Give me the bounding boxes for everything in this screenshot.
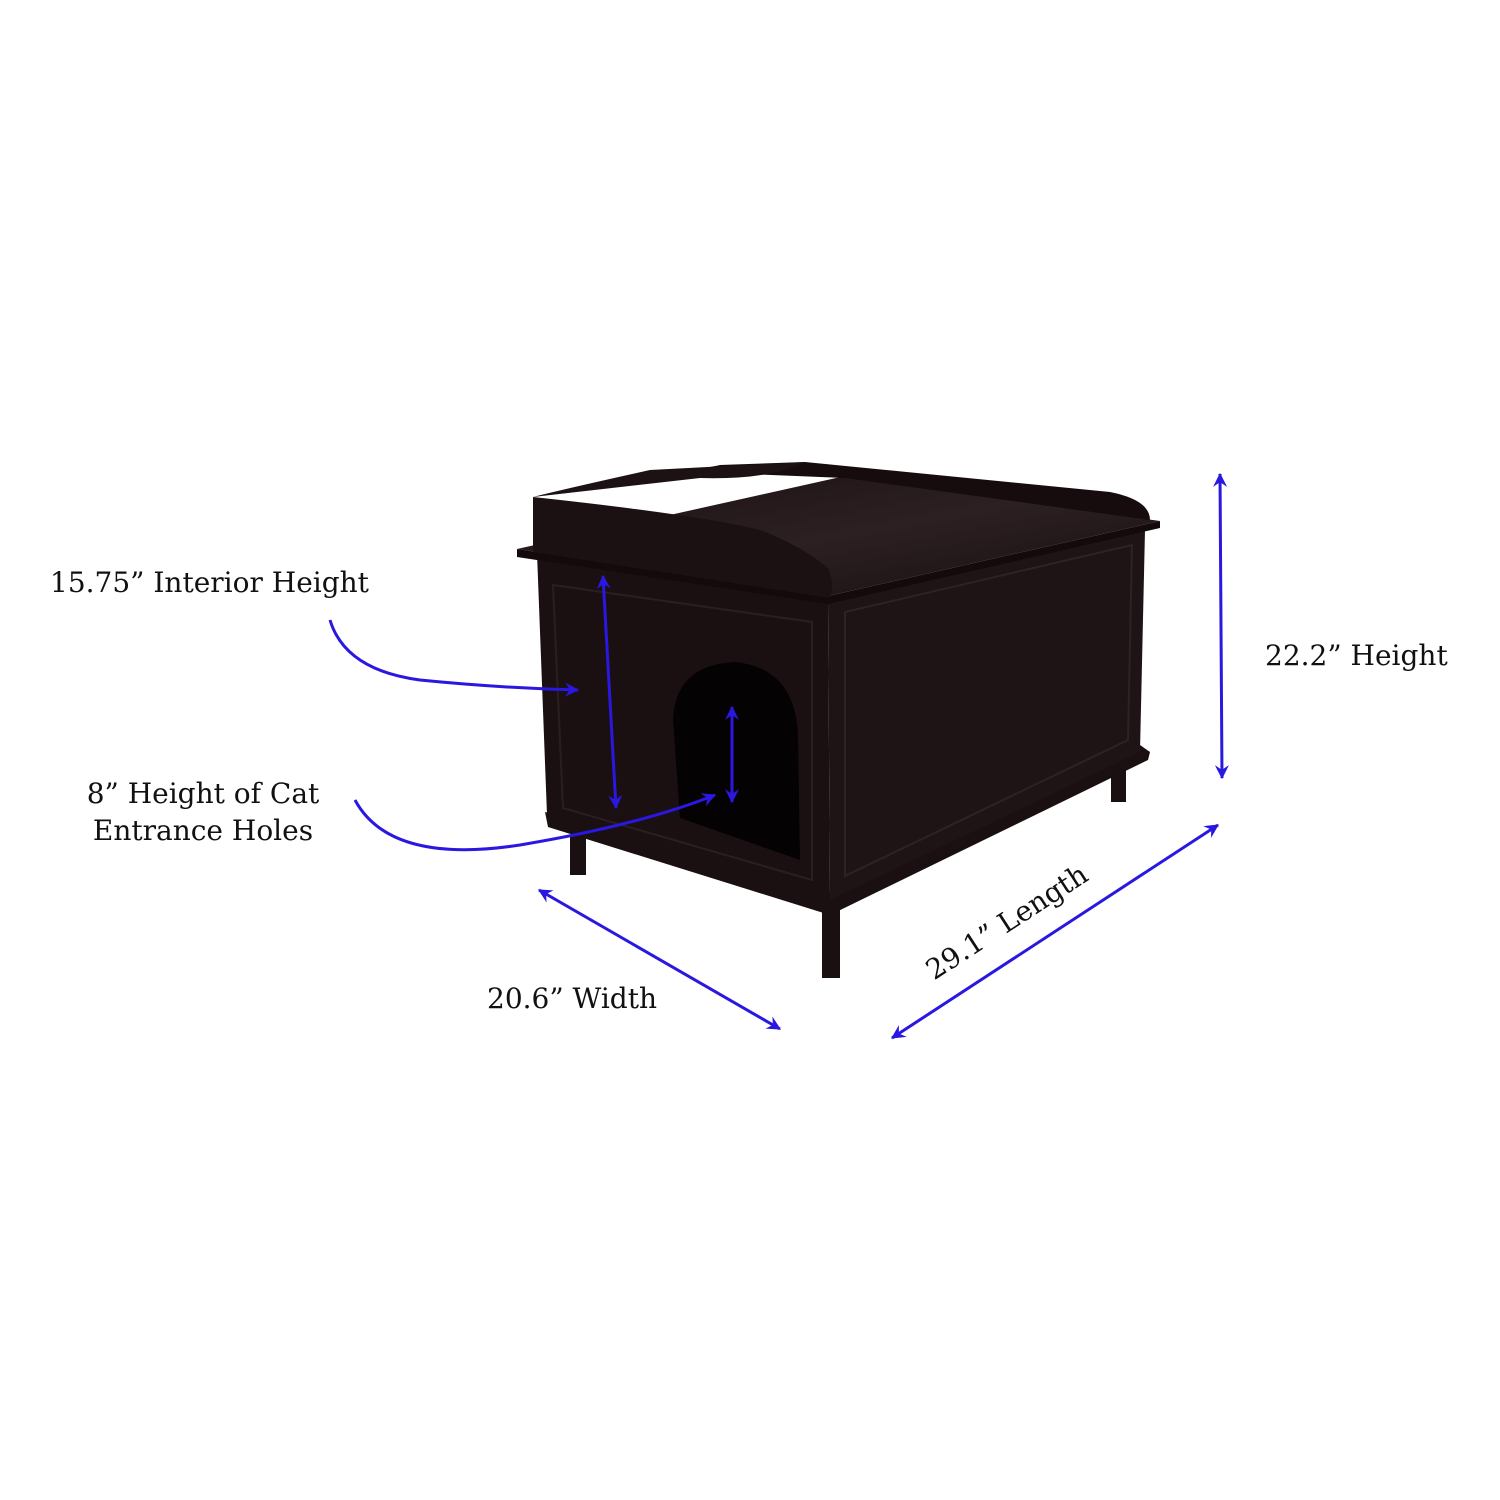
dimension-arrows — [328, 472, 1229, 1040]
tray-side-wall — [533, 462, 805, 497]
cabinet-side-panel — [828, 530, 1145, 900]
leg — [822, 900, 840, 978]
interior-height-label: 15.75” Interior Height — [50, 566, 370, 599]
width-label: 20.6” Width — [487, 982, 657, 1015]
width-arrow — [537, 888, 782, 1031]
tray-front-wall — [533, 497, 833, 598]
cat-litter-cabinet — [517, 462, 1160, 978]
height-label: 22.2” Height — [1265, 639, 1448, 672]
base-plinth — [545, 745, 1150, 915]
height-arrow — [1213, 472, 1229, 780]
interior-height-pointer — [328, 619, 580, 697]
entrance-height-pointer — [353, 793, 717, 852]
entrance-height-label-line1: 8” Height of Cat — [87, 777, 320, 810]
side-panel-molding — [844, 543, 1134, 878]
tray-back-wall — [650, 462, 1150, 520]
interior-height-arrow — [596, 574, 623, 810]
entrance-height-label-line2: Entrance Holes — [93, 814, 313, 847]
front-panel-molding — [551, 583, 813, 882]
leg — [570, 835, 586, 875]
length-arrow — [891, 823, 1219, 1040]
